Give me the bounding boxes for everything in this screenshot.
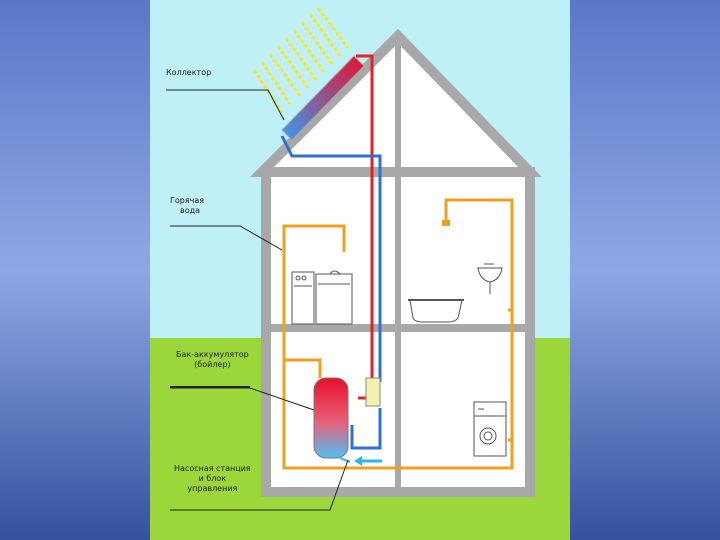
tank-line-1: Бак-аккумулятор xyxy=(176,350,249,359)
solar-collector-icon xyxy=(281,55,365,141)
pump-station-icon xyxy=(365,377,381,407)
house xyxy=(249,28,542,497)
tank-label: Бак-аккумулятор (бойлер) xyxy=(176,350,249,370)
left-background xyxy=(0,0,150,540)
pump-line-1: Насосная станция xyxy=(174,464,251,473)
shower-icon xyxy=(442,220,450,226)
washing-machine-icon xyxy=(473,401,507,457)
water-pipes xyxy=(282,198,514,470)
pump-line-2: и блок xyxy=(198,474,227,483)
collector-label: Коллектор xyxy=(166,68,212,77)
bathtub-icon xyxy=(408,299,464,323)
hot-water-label: Горячая вода xyxy=(170,196,204,216)
hot-water-line-1: Горячая xyxy=(170,196,205,205)
pump-label: Насосная станция и блок управления xyxy=(174,464,251,494)
sun-rays-icon xyxy=(252,7,350,113)
boiler-tank-icon xyxy=(313,377,349,459)
hot-water-line-2: вода xyxy=(180,206,201,215)
right-background xyxy=(570,0,720,540)
cold-return-pipe xyxy=(350,408,382,450)
hot-pipe xyxy=(356,54,374,400)
tank-line-2: (бойлер) xyxy=(194,360,231,369)
kitchen-stove-icon xyxy=(291,270,353,325)
cold-pipe xyxy=(280,135,382,382)
pump-line-3: управления xyxy=(187,484,238,493)
sink-icon xyxy=(477,263,503,294)
pump-arrow-icon xyxy=(339,456,382,466)
